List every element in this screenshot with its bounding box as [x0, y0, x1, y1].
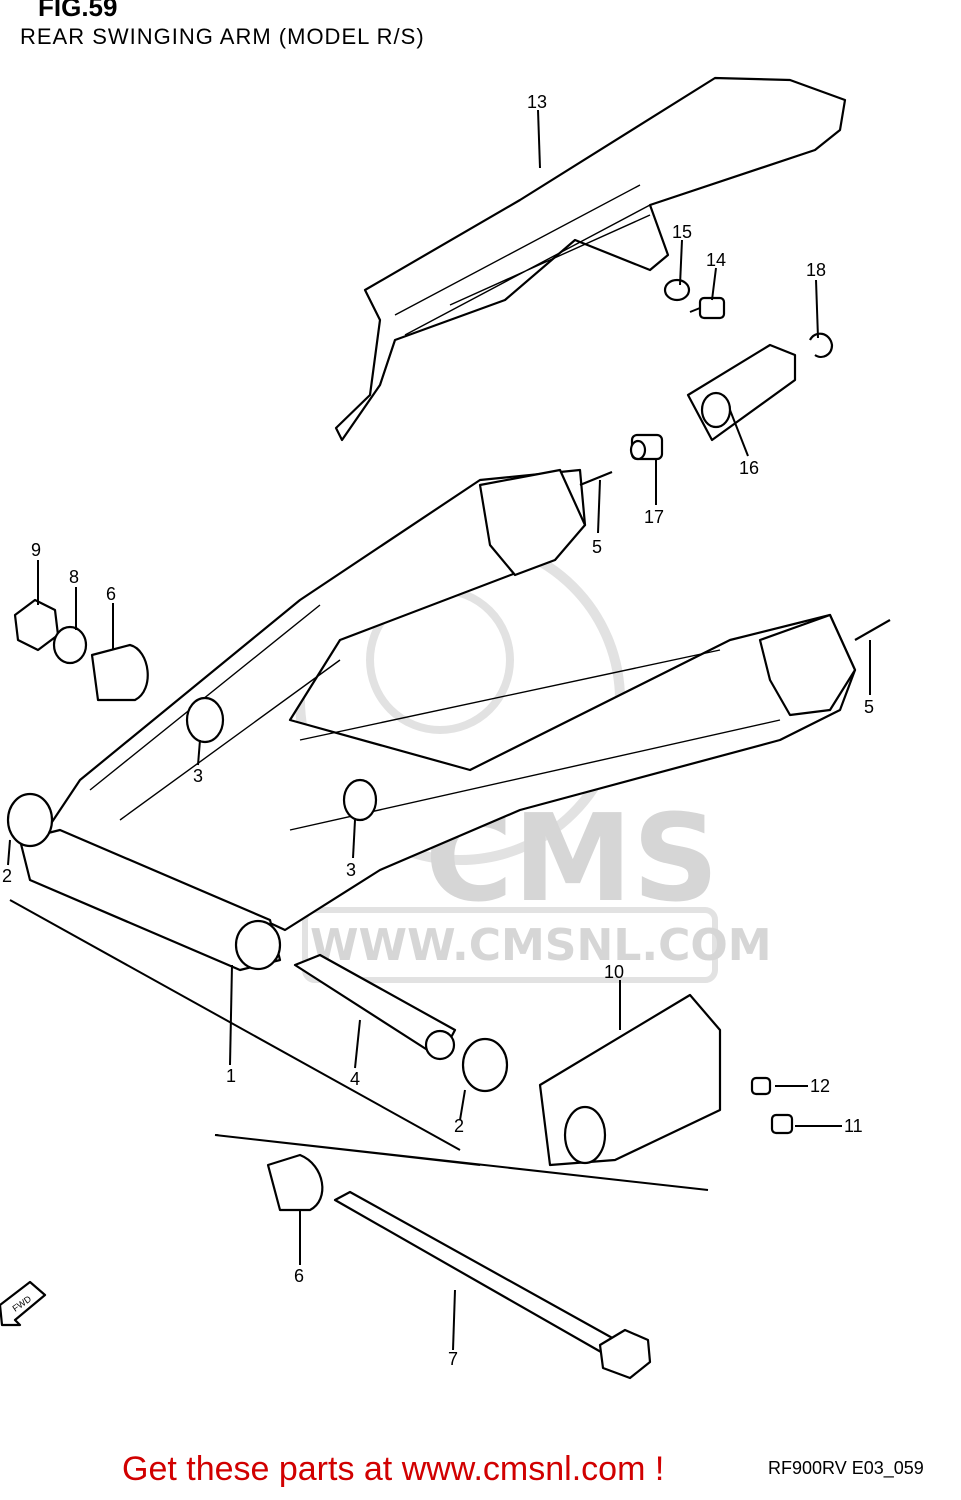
- callout-16: 16: [739, 458, 759, 478]
- callout-8: 8: [69, 567, 79, 587]
- callout-11: 11: [844, 1116, 863, 1136]
- figure-title: FIG.59: [38, 0, 118, 22]
- callout-5: 5: [864, 697, 874, 717]
- pivot-hardware-left: [13, 598, 149, 702]
- watermark-url: WWW.CMSNL.COM: [310, 920, 772, 971]
- callout-7: 7: [448, 1349, 458, 1369]
- callout-3: 3: [193, 766, 203, 786]
- callout-10: 10: [604, 962, 624, 982]
- chain-case: [334, 76, 847, 442]
- callout-1: 1: [226, 1066, 236, 1086]
- pivot-shaft: [266, 1153, 652, 1380]
- small-parts: [629, 278, 834, 461]
- swing-arm: [18, 468, 891, 972]
- chain-buffer: [538, 993, 794, 1167]
- spacer-tube: [293, 953, 457, 1061]
- callout-18: 18: [806, 260, 826, 280]
- callout-4: 4: [350, 1069, 360, 1089]
- leader-lines: [7, 109, 871, 1351]
- callout-15: 15: [672, 222, 692, 242]
- callout-14: 14: [706, 250, 726, 270]
- forward-arrow-icon: FWD: [0, 1280, 47, 1327]
- callout-2: 2: [454, 1116, 464, 1136]
- callout-3: 3: [346, 860, 356, 880]
- bearings: [6, 696, 509, 1093]
- callout-5: 5: [592, 537, 602, 557]
- callout-13: 13: [527, 92, 547, 112]
- callout-6: 6: [106, 584, 116, 604]
- callout-17: 17: [644, 507, 664, 527]
- callouts: 13 15 14 18 16 17 5 9 8 6 5 3 3 2 1 4 10…: [2, 92, 874, 1369]
- callout-2: 2: [2, 866, 12, 886]
- footer-link[interactable]: Get these parts at www.cmsnl.com !: [122, 1450, 665, 1488]
- callout-9: 9: [31, 540, 41, 560]
- callout-12: 12: [810, 1076, 830, 1096]
- callout-6: 6: [294, 1266, 304, 1286]
- figure-code: RF900RV E03_059: [768, 1458, 924, 1478]
- figure-subtitle: REAR SWINGING ARM (MODEL R/S): [20, 24, 425, 49]
